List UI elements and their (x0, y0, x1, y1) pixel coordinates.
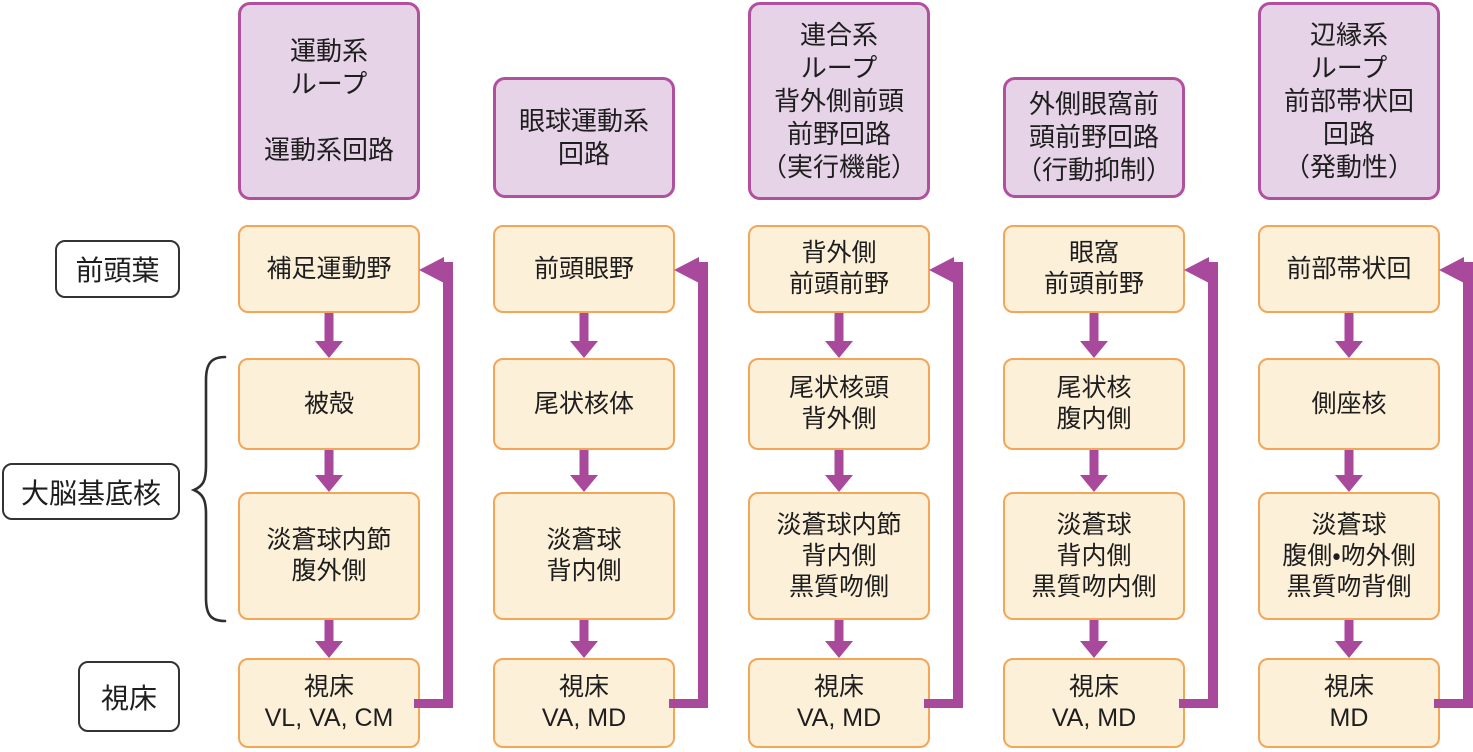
loop-column-association: 連合系 ループ 背外側前頭 前野回路 （実行機能） 背外側 前頭前野 尾状核頭 … (748, 0, 963, 752)
loop-header-oculomotor: 眼球運動系 回路 (493, 77, 675, 198)
feedback-line-bottom (1179, 699, 1218, 708)
node-striatum-dlpfc: 尾状核頭 背外側 (748, 358, 930, 450)
loop-header-motor: 運動系 ループ 運動系回路 (238, 2, 420, 200)
feedback-line-vertical (1208, 262, 1218, 708)
node-cortex-motor: 補足運動野 (238, 225, 420, 313)
node-pallidum-motor: 淡蒼球内節 腹外側 (238, 492, 420, 620)
basal-ganglia-brace (191, 355, 227, 623)
down-arrow (1080, 450, 1108, 492)
node-thalamus-oculomotor: 視床 VA, MD (493, 658, 675, 748)
down-arrow (315, 450, 343, 492)
loop-header-limbic: 辺縁系 ループ 前部帯状回 回路 （発動性） (1258, 2, 1440, 200)
feedback-line-bottom (669, 699, 708, 708)
loop-column-limbic: 辺縁系 ループ 前部帯状回 回路 （発動性） 前部帯状回 側座核 淡蒼球 腹側・… (1258, 0, 1473, 752)
down-arrow (1335, 313, 1363, 358)
row-label-basal-ganglia: 大脳基底核 (2, 463, 180, 520)
loop-header-association: 連合系 ループ 背外側前頭 前野回路 （実行機能） (748, 2, 930, 200)
node-cortex-cingulate: 前部帯状回 (1258, 225, 1440, 313)
feedback-arrowhead-icon (1184, 257, 1209, 283)
feedback-line-vertical (953, 262, 963, 708)
node-cortex-orbitofrontal: 眼窩 前頭前野 (1003, 225, 1185, 313)
node-pallidum-oculomotor: 淡蒼球 背内側 (493, 492, 675, 620)
node-cortex-dlpfc: 背外側 前頭前野 (748, 225, 930, 313)
down-arrow (570, 450, 598, 492)
feedback-line-vertical (443, 262, 453, 708)
down-arrow (315, 620, 343, 658)
down-arrow (1335, 620, 1363, 658)
down-arrow (825, 450, 853, 492)
loop-column-oculomotor: 眼球運動系 回路 前頭眼野 尾状核体 淡蒼球 背内側 視床 VA, MD (493, 0, 708, 752)
feedback-arrowhead-icon (674, 257, 699, 283)
node-pallidum-dlpfc: 淡蒼球内節 背内側 黒質吻側 (748, 492, 930, 620)
feedback-arrowhead-icon (419, 257, 444, 283)
down-arrow (315, 313, 343, 358)
row-label-thalamus: 視床 (78, 661, 180, 732)
node-thalamus-dlpfc: 視床 VA, MD (748, 658, 930, 748)
node-thalamus-motor: 視床 VL, VA, CM (238, 658, 420, 748)
node-striatum-orbitofrontal: 尾状核 腹内側 (1003, 358, 1185, 450)
feedback-arrowhead-icon (929, 257, 954, 283)
node-pallidum-limbic: 淡蒼球 腹側・吻外側 黒質吻背側 (1258, 492, 1440, 620)
down-arrow (825, 313, 853, 358)
down-arrow (570, 313, 598, 358)
node-pallidum-orbitofrontal: 淡蒼球 背内側 黒質吻内側 (1003, 492, 1185, 620)
loop-header-orbitofrontal: 外側眼窩前 頭前野回路 （行動抑制） (1003, 77, 1185, 198)
loop-column-motor: 運動系 ループ 運動系回路 補足運動野 被殻 淡蒼球内節 腹外側 視床 VL, … (238, 0, 453, 752)
down-arrow (825, 620, 853, 658)
row-label-frontal-lobe: 前頭葉 (55, 240, 180, 298)
node-thalamus-limbic: 視床 MD (1258, 658, 1440, 748)
down-arrow (1080, 620, 1108, 658)
loop-column-orbitofrontal: 外側眼窩前 頭前野回路 （行動抑制） 眼窩 前頭前野 尾状核 腹内側 淡蒼球 背… (1003, 0, 1218, 752)
node-thalamus-orbitofrontal: 視床 VA, MD (1003, 658, 1185, 748)
feedback-line-bottom (414, 699, 453, 708)
down-arrow (570, 620, 598, 658)
feedback-line-bottom (1434, 699, 1473, 708)
feedback-line-vertical (698, 262, 708, 708)
node-striatum-motor: 被殻 (238, 358, 420, 450)
feedback-line-bottom (924, 699, 963, 708)
down-arrow (1335, 450, 1363, 492)
feedback-arrowhead-icon (1439, 257, 1464, 283)
node-cortex-oculomotor: 前頭眼野 (493, 225, 675, 313)
down-arrow (1080, 313, 1108, 358)
node-striatum-oculomotor: 尾状核体 (493, 358, 675, 450)
node-striatum-accumbens: 側座核 (1258, 358, 1440, 450)
feedback-line-vertical (1463, 262, 1473, 708)
